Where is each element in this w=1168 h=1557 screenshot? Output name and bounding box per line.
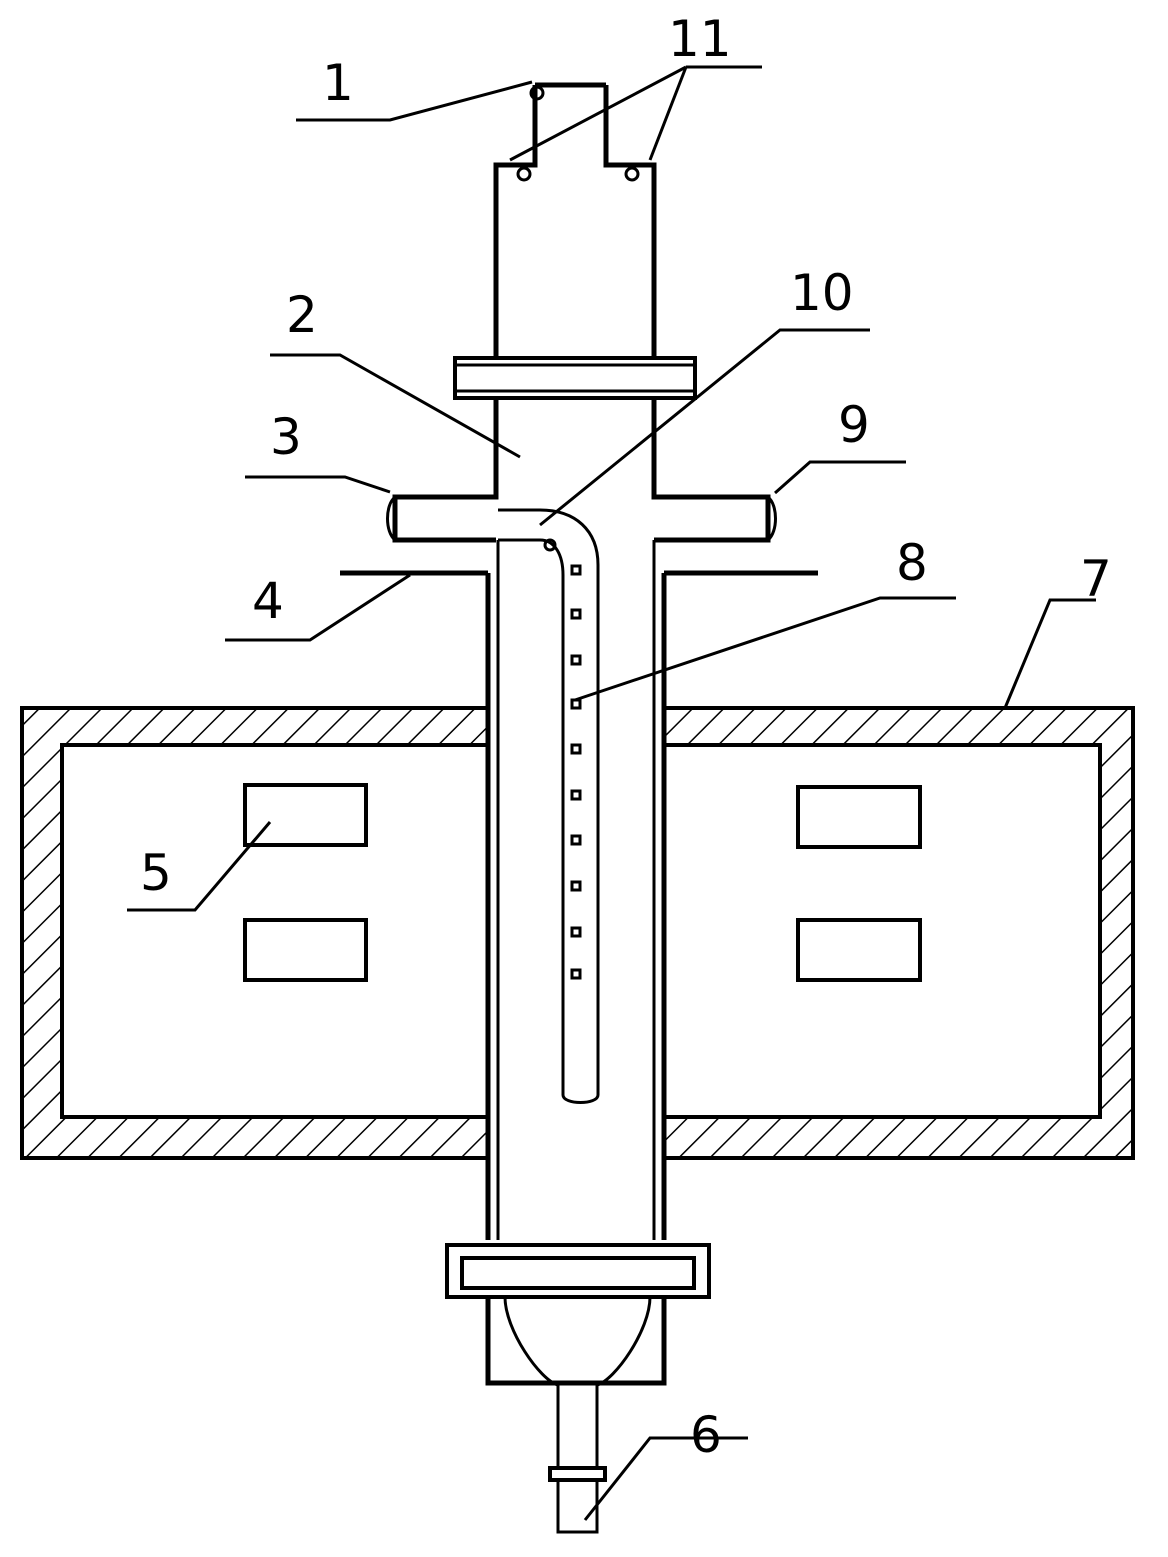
label-1: 1 [322, 54, 354, 112]
label-3: 3 [270, 408, 302, 466]
label-2: 2 [286, 286, 318, 344]
distribution-pipe [498, 508, 600, 1104]
label-11: 11 [668, 10, 732, 68]
reactor-upper-body [386, 398, 777, 543]
reactor-tube [340, 540, 818, 1240]
nozzle-holes [570, 564, 582, 980]
label-7: 7 [1080, 550, 1112, 608]
heating-elements [243, 783, 922, 982]
label-5: 5 [140, 844, 172, 902]
label-10: 10 [790, 264, 854, 322]
bottom-collector [485, 1296, 667, 1534]
label-9: 9 [838, 396, 870, 454]
furnace-housing [20, 706, 1135, 1160]
label-6: 6 [690, 1406, 722, 1464]
leader-lines [127, 65, 1096, 1521]
label-8: 8 [896, 534, 928, 592]
top-outlet [493, 82, 657, 360]
part-labels: 1 2 3 4 5 6 7 8 9 10 11 [140, 10, 1112, 1464]
label-4: 4 [252, 572, 284, 630]
